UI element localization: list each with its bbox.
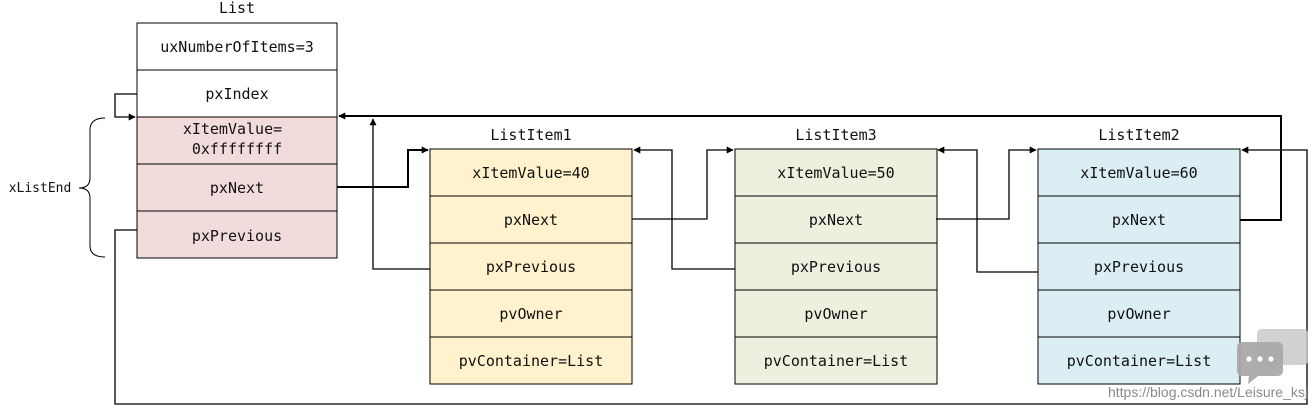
list-cell-px-index xyxy=(136,69,338,118)
list-px-index-label: pxIndex xyxy=(205,85,268,103)
list-item-cell-pv-owner xyxy=(1037,289,1241,338)
list-cell-ux-number xyxy=(136,22,338,71)
item1-next-arrow xyxy=(632,146,734,220)
list-struct: List uxNumberOfItems=3 pxIndex xItemValu… xyxy=(9,0,338,259)
list-item-px-previous-label: pxPrevious xyxy=(1094,258,1184,276)
list-item-pv-owner-label: pvOwner xyxy=(804,305,867,323)
list-item-cell-pv-container xyxy=(1037,336,1241,385)
list-item-node: ListItem1 xItemValue=40 pxNext pxPrevious pv… xyxy=(429,126,633,385)
list-item-px-previous-label: pxPrevious xyxy=(486,258,576,276)
px-index-arrow xyxy=(114,93,137,121)
item1-previous-arrow xyxy=(369,118,430,270)
list-item-title: ListItem3 xyxy=(795,126,876,144)
list-item-cell-pv-owner xyxy=(429,289,633,338)
list-item-cell-px-previous xyxy=(734,242,938,291)
list-item-cell-px-previous xyxy=(1037,242,1241,291)
list-item-pv-container-label: pvContainer=List xyxy=(1067,352,1212,370)
list-ux-number-label: uxNumberOfItems=3 xyxy=(160,38,314,56)
list-item-cell-item-value xyxy=(734,148,938,197)
item2-previous-arrow xyxy=(937,146,1038,273)
list-end-cell-px-next xyxy=(136,163,338,212)
list-item-cell-item-value xyxy=(429,148,633,197)
list-item-node: ListItem2 xItemValue=60 pxNext pxPrevious pv… xyxy=(1037,126,1241,385)
list-item-item-value-label: xItemValue=50 xyxy=(777,164,894,182)
list-end-next-arrow xyxy=(337,146,429,188)
list-end-item-value-line1: xItemValue= xyxy=(183,120,282,138)
list-item-px-next-label: pxNext xyxy=(1112,211,1166,229)
list-end-px-previous-label: pxPrevious xyxy=(192,227,282,245)
list-end-item-value-line2: 0xffffffff xyxy=(192,140,282,158)
list-item-item-value-label: xItemValue=40 xyxy=(472,164,589,182)
list-title: List xyxy=(219,0,255,17)
list-item-cell-pv-container xyxy=(734,336,938,385)
list-end-previous-arrow xyxy=(114,146,1308,405)
list-item-px-next-label: pxNext xyxy=(504,211,558,229)
list-item-cell-px-next xyxy=(734,195,938,244)
list-item-pv-container-label: pvContainer=List xyxy=(459,352,604,370)
connectors xyxy=(114,93,1308,405)
list-end-item-value-label: xItemValue= 0xffffffff xyxy=(183,120,291,158)
list-end-px-next-label: pxNext xyxy=(210,179,264,197)
chat-bubble-icon xyxy=(1237,329,1308,384)
list-end-cell-px-previous xyxy=(136,210,338,259)
watermark: https://blog.csdn.net/Leisure_ksj xyxy=(1108,329,1308,400)
list-item-pv-owner-label: pvOwner xyxy=(1107,305,1170,323)
list-item-node: ListItem3 xItemValue=50 pxNext pxPrevious pv… xyxy=(734,126,938,385)
list-item-item-value-label: xItemValue=60 xyxy=(1080,164,1197,182)
list-item-pv-container-label: pvContainer=List xyxy=(764,352,909,370)
list-end-brace xyxy=(78,117,106,258)
list-item-title: ListItem2 xyxy=(1098,126,1179,144)
watermark-text: https://blog.csdn.net/Leisure_ksj xyxy=(1108,384,1308,400)
list-item-pv-owner-label: pvOwner xyxy=(499,305,562,323)
list-items: ListItem1 xItemValue=40 pxNext pxPrevious pv… xyxy=(429,126,1241,385)
list-item-cell-pv-owner xyxy=(734,289,938,338)
item3-next-arrow xyxy=(936,146,1037,220)
list-end-label: xListEnd xyxy=(9,181,72,196)
list-item-cell-pv-container xyxy=(429,336,633,385)
item2-next-arrow xyxy=(338,112,1282,221)
item3-previous-arrow xyxy=(633,146,735,270)
list-item-title: ListItem1 xyxy=(490,126,571,144)
list-item-px-previous-label: pxPrevious xyxy=(791,258,881,276)
list-item-px-next-label: pxNext xyxy=(809,211,863,229)
list-end-cell-item-value xyxy=(136,116,338,165)
